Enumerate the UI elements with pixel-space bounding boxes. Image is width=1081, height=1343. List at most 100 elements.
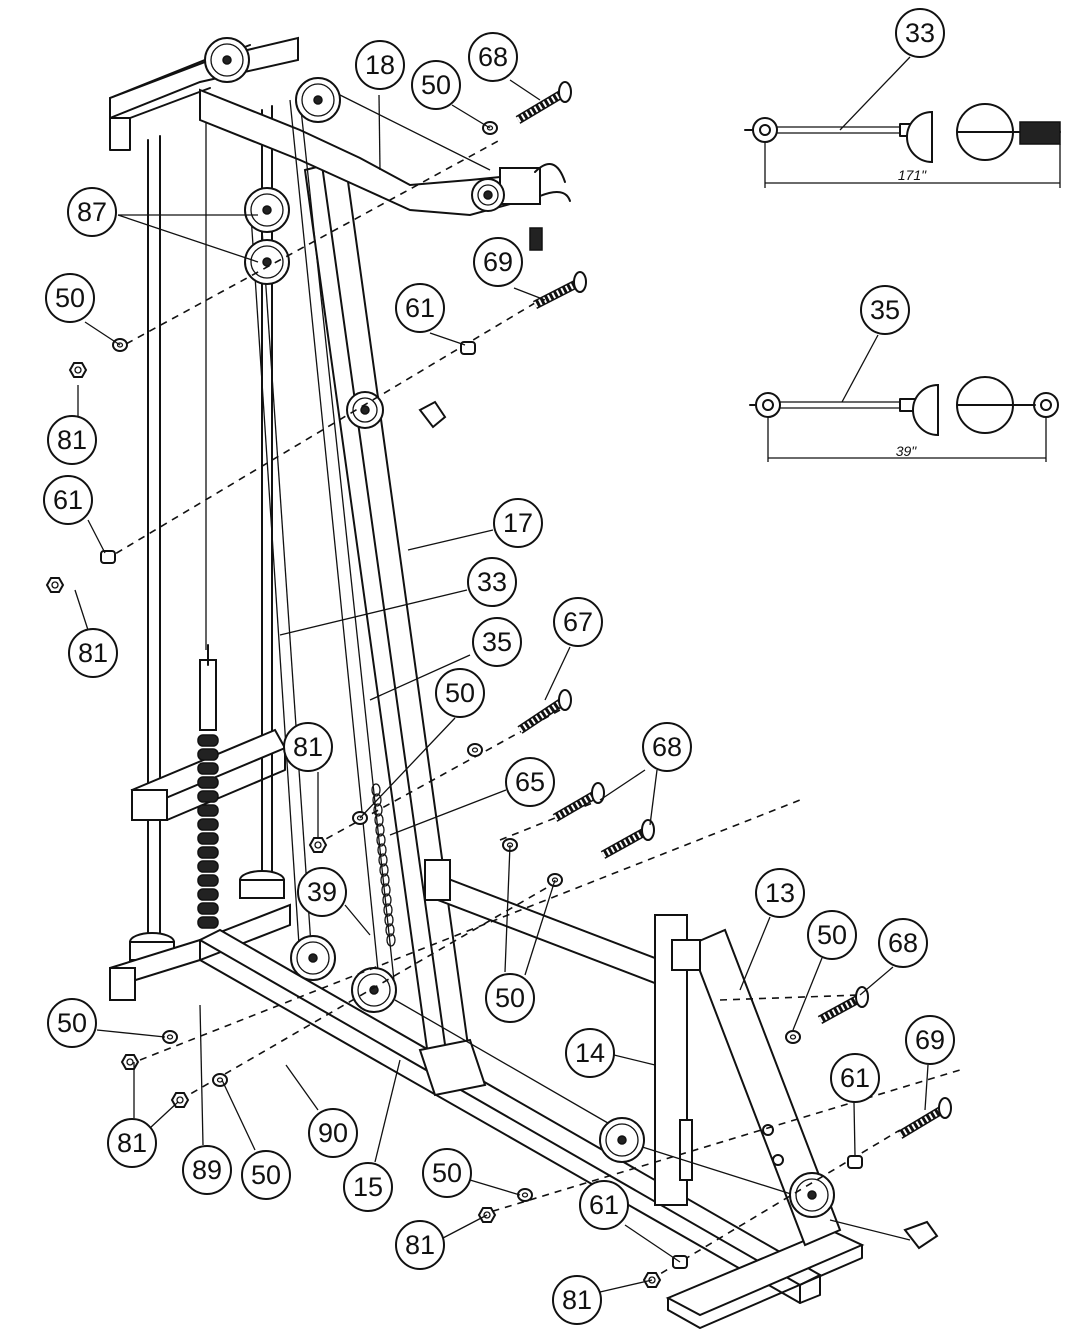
pulley-rim — [301, 83, 335, 117]
washer — [517, 1188, 533, 1202]
callout-50: 50 — [422, 1148, 472, 1198]
callout-circle — [493, 498, 543, 548]
callout-50: 50 — [411, 60, 461, 110]
washer — [467, 743, 483, 757]
leader-line-50 — [469, 1179, 521, 1196]
callout-label: 18 — [365, 50, 395, 80]
callout-circle — [755, 868, 805, 918]
weight-stack — [197, 734, 219, 929]
callout-label: 50 — [495, 983, 525, 1013]
leader-line-87 — [117, 214, 259, 263]
bolt-head — [855, 986, 869, 1008]
chain-link — [381, 883, 391, 897]
callout-circle — [485, 973, 535, 1023]
chain-link — [375, 823, 385, 837]
callout-50: 50 — [435, 668, 485, 718]
leader-line-50 — [792, 957, 823, 1031]
callout-circle — [47, 415, 97, 465]
washer — [212, 1073, 228, 1087]
angled-leg — [671, 928, 842, 1247]
callout-circle — [435, 668, 485, 718]
lock-nut — [100, 550, 116, 564]
callout-circle — [467, 557, 517, 607]
callout-circle — [107, 1118, 157, 1168]
leader-lines — [74, 56, 929, 1293]
leader-line-81 — [149, 1101, 179, 1129]
leader-line-81 — [599, 1279, 653, 1293]
callout-61: 61 — [43, 475, 93, 525]
washer-hole — [471, 747, 479, 753]
callout-18: 18 — [355, 40, 405, 90]
callout-label: 50 — [251, 1160, 281, 1190]
callout-label: 81 — [117, 1128, 147, 1158]
lock-nut — [847, 1155, 863, 1169]
callout-label: 61 — [405, 293, 435, 323]
leader-line-89 — [199, 1004, 204, 1146]
callout-circle — [565, 1028, 615, 1078]
callout-33: 33 — [895, 8, 945, 58]
callout-61: 61 — [395, 283, 445, 333]
bolt-thread — [518, 697, 567, 733]
bolt-thread — [601, 827, 650, 858]
pulley-rim — [210, 43, 244, 77]
callout-circle — [553, 597, 603, 647]
bottom-rod-base — [129, 870, 285, 961]
pulley-hub — [617, 1135, 627, 1145]
cable-detail-35: 39" — [749, 376, 1059, 462]
callout-50: 50 — [485, 973, 535, 1023]
bolt-shank — [817, 993, 865, 1024]
chain-link — [382, 893, 392, 907]
callout-circle — [43, 475, 93, 525]
callout-35: 35 — [860, 285, 910, 335]
cable-detail-33: 171" — [744, 103, 1061, 188]
leader-line-13 — [739, 916, 771, 991]
leader-line-50 — [504, 844, 511, 973]
leader-line-18 — [378, 94, 381, 171]
callout-label: 81 — [562, 1285, 592, 1315]
callout-50: 50 — [45, 273, 95, 323]
leader-line-35 — [369, 654, 471, 701]
callout-circle — [860, 285, 910, 335]
callout-label: 69 — [915, 1025, 945, 1055]
pulley-hub — [807, 1190, 817, 1200]
callout-circle — [505, 757, 555, 807]
hex-nut — [68, 362, 88, 378]
callout-circle — [473, 237, 523, 287]
pulleys — [204, 37, 835, 1218]
callout-label: 65 — [515, 767, 545, 797]
callout-circle — [807, 910, 857, 960]
callout-circle — [472, 617, 522, 667]
callout-15: 15 — [343, 1162, 393, 1212]
leader-line-67 — [544, 646, 571, 701]
callout-17: 17 — [493, 498, 543, 548]
leader-line-90 — [285, 1064, 319, 1111]
leader-line-68 — [599, 769, 646, 801]
callout-circle — [45, 273, 95, 323]
callout-circle — [895, 8, 945, 58]
callout-65: 65 — [505, 757, 555, 807]
callout-circle — [830, 1053, 880, 1103]
callout-circle — [395, 1220, 445, 1270]
leader-line-61 — [87, 519, 106, 554]
callout-14: 14 — [565, 1028, 615, 1078]
bolt-thread — [898, 1105, 947, 1138]
chain-link — [372, 793, 382, 807]
callout-label: 33 — [905, 18, 935, 48]
hardware — [45, 81, 952, 1288]
callout-label: 61 — [589, 1190, 619, 1220]
callout-label: 67 — [563, 607, 593, 637]
leader-line-50 — [96, 1029, 166, 1038]
pulley-rim — [357, 973, 391, 1007]
cable-handle-lower — [903, 1220, 939, 1250]
callout-90: 90 — [308, 1108, 358, 1158]
washer — [162, 1030, 178, 1044]
callout-label: 50 — [445, 678, 475, 708]
callout-circle — [411, 60, 461, 110]
callout-label: 68 — [478, 42, 508, 72]
washer-hole — [166, 1034, 174, 1040]
nut-hole — [483, 1211, 491, 1219]
pulley-hub — [483, 190, 493, 200]
nut-hole — [126, 1058, 134, 1066]
